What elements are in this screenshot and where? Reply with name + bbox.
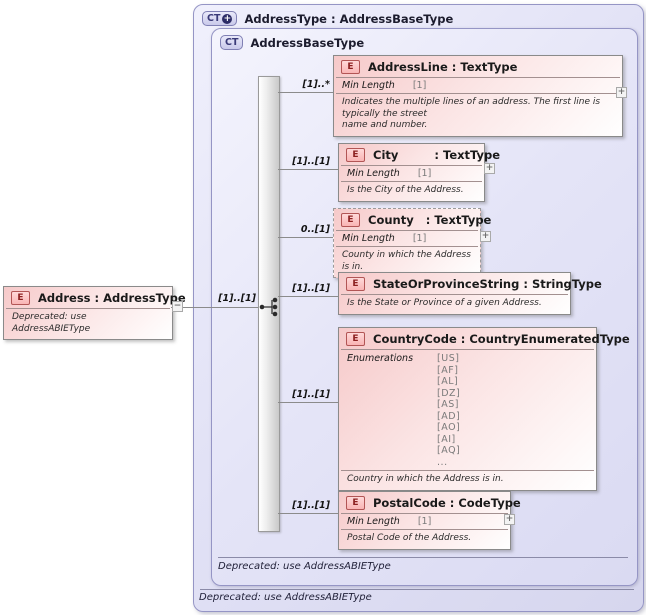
element-addressline-node[interactable]: E AddressLine : TextType Min Length [1] …: [333, 55, 623, 137]
facet-minlength: Min Length [1]: [342, 233, 427, 244]
connector-line: [278, 296, 338, 297]
cardinality-label: [1]..[1]: [292, 283, 330, 294]
element-postalcode-node[interactable]: E PostalCode : CodeType Min Length [1] P…: [338, 491, 521, 550]
complextype-addressbasetype-header: CT AddressBaseType: [212, 29, 637, 50]
enum-value: [AD]: [437, 410, 461, 422]
element-stateorprovincestring-annotation: Is the State or Province of a given Addr…: [347, 298, 542, 308]
enum-value: [AO]: [437, 422, 461, 433]
element-countrycode-title: CountryCode : CountryEnumeratedType: [373, 332, 630, 346]
complextype-derived-icon: CT+: [202, 11, 238, 26]
expand-button[interactable]: +: [504, 514, 515, 525]
divider: [341, 529, 508, 530]
sequence-compositor[interactable]: [258, 76, 280, 532]
complextype-icon: CT: [220, 35, 244, 50]
inner-deprecated-note: Deprecated: use AddressABIEType: [218, 561, 391, 572]
expand-button[interactable]: +: [616, 87, 627, 98]
connector-line: [171, 307, 258, 308]
cardinality-label: [1]..[1]: [292, 389, 330, 400]
divider: [336, 93, 620, 94]
divider: [341, 294, 568, 295]
element-addressline-title: AddressLine : TextType: [368, 60, 518, 74]
connector-line: [278, 169, 338, 170]
element-address-annotation: Deprecated: use AddressABIEType: [12, 312, 91, 334]
cardinality-label: [1]..*: [302, 79, 330, 90]
element-icon: E: [346, 496, 365, 510]
element-postalcode-title: PostalCode : CodeType: [373, 496, 521, 510]
cardinality-label: [1]..[1]: [292, 156, 330, 167]
element-countrycode-annotation: Country in which the Address is in.: [347, 474, 504, 484]
element-addressline-header: E AddressLine : TextType: [334, 56, 622, 77]
element-county-annotation: County in which the Address is in.: [342, 250, 471, 272]
inner-footer-divider: [218, 557, 628, 558]
connector-line: [278, 513, 338, 514]
enum-value: [DZ]: [437, 387, 461, 399]
element-addressline-annotation: Indicates the multiple lines of an addre…: [342, 97, 601, 130]
cardinality-label: 0..[1]: [300, 224, 330, 235]
enumeration-values: [US] [AF] [AL] [DZ] [AS] [AD] [AO] [AI] …: [437, 353, 460, 468]
connector-line: [278, 92, 333, 93]
element-city-header: E City : TextType: [339, 144, 500, 165]
divider: [341, 181, 482, 182]
element-icon: E: [341, 213, 360, 227]
element-stateorprovincestring-title: StateOrProvinceString : StringType: [373, 277, 602, 291]
cardinality-label: [1]..[1]: [292, 500, 330, 511]
element-city-annotation: Is the City of the Address.: [347, 185, 464, 195]
element-county-title: County : TextType: [368, 213, 492, 227]
enum-value: ...: [437, 456, 448, 468]
facet-enumerations: Enumerations [US] [AF] [AL] [DZ] [AS] [A…: [347, 353, 461, 468]
element-icon: E: [341, 60, 360, 74]
element-icon: E: [346, 277, 365, 291]
element-icon: E: [11, 291, 30, 305]
facet-minlength: Min Length [1]: [347, 168, 432, 179]
enum-value: [AF]: [437, 364, 459, 376]
enum-value: [AQ]: [437, 445, 461, 456]
collapse-button[interactable]: −: [172, 301, 183, 312]
complextype-addresstype-title: AddressType : AddressBaseType: [244, 11, 454, 26]
outer-footer-divider: [200, 589, 634, 590]
divider: [341, 165, 482, 166]
derivation-plus-icon: +: [222, 13, 233, 24]
facet-minlength: Min Length [1]: [347, 516, 432, 527]
element-city-title: City : TextType: [373, 148, 501, 162]
element-countrycode-node[interactable]: E CountryCode : CountryEnumeratedType En…: [338, 327, 630, 491]
sequence-icon: [259, 297, 278, 317]
element-city-node[interactable]: E City : TextType Min Length [1] Is the …: [338, 143, 500, 202]
outer-deprecated-note: Deprecated: use AddressABIEType: [199, 592, 372, 603]
element-icon: E: [346, 148, 365, 162]
enum-value: [US]: [437, 353, 460, 364]
divider: [336, 230, 478, 231]
enum-value: [AL]: [437, 376, 459, 387]
element-address-header: E Address : AddressType: [4, 287, 186, 308]
element-stateorprovincestring-node[interactable]: E StateOrProvinceString : StringType Is …: [338, 272, 602, 315]
element-postalcode-annotation: Postal Code of the Address.: [347, 533, 472, 543]
element-county-node[interactable]: E County : TextType Min Length [1] Count…: [333, 208, 491, 278]
cardinality-label-root: [1]..[1]: [218, 293, 256, 304]
facet-minlength: Min Length [1]: [342, 80, 427, 91]
element-address-title: Address : AddressType: [38, 291, 186, 305]
complextype-addresstype-header: CT+ AddressType : AddressBaseType: [194, 5, 643, 26]
divider: [336, 77, 620, 78]
enum-value: [AS]: [437, 399, 459, 410]
connector-line: [278, 402, 338, 403]
expand-button[interactable]: +: [484, 163, 495, 174]
element-county-header: E County : TextType: [334, 209, 491, 230]
connector-line: [278, 237, 333, 238]
enum-value: [AI]: [437, 433, 456, 445]
element-address-node[interactable]: E Address : AddressType Deprecated: use …: [3, 286, 186, 340]
element-countrycode-header: E CountryCode : CountryEnumeratedType: [339, 328, 630, 349]
divider: [6, 308, 170, 309]
expand-button[interactable]: +: [480, 231, 491, 242]
element-postalcode-header: E PostalCode : CodeType: [339, 492, 521, 513]
divider: [336, 246, 478, 247]
element-stateorprovincestring-header: E StateOrProvinceString : StringType: [339, 273, 602, 294]
complextype-addressbasetype-title: AddressBaseType: [250, 35, 365, 50]
divider: [341, 349, 594, 350]
element-icon: E: [346, 332, 365, 346]
divider: [341, 513, 508, 514]
divider: [341, 470, 594, 471]
